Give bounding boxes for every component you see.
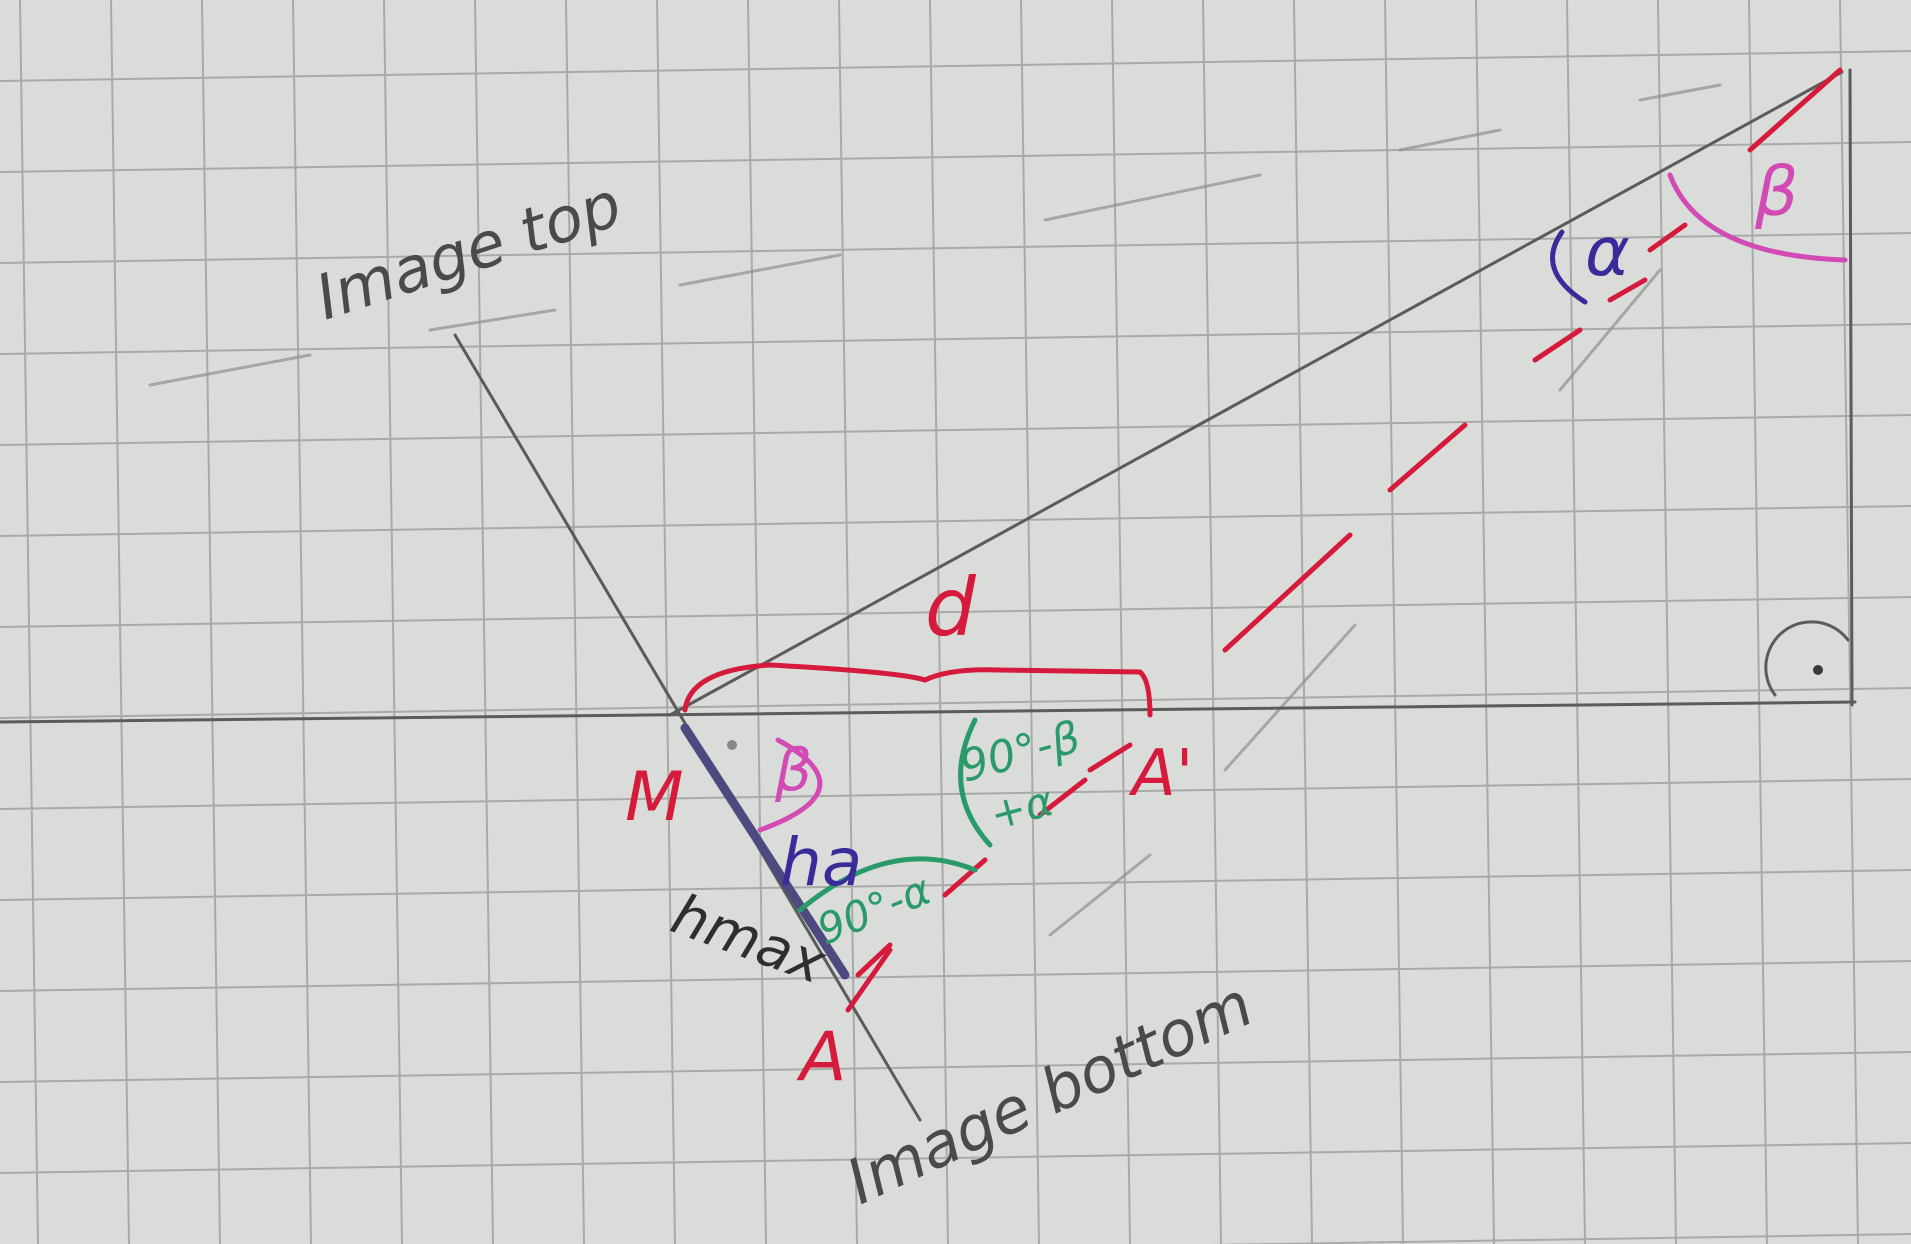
grid-line-vertical bbox=[1748, 0, 1768, 1244]
grid-line-vertical bbox=[565, 0, 585, 1244]
grid-line-horizontal bbox=[0, 596, 1911, 628]
grid-line-horizontal bbox=[0, 1142, 1911, 1174]
grid-line-vertical bbox=[656, 0, 676, 1244]
grid-line-horizontal bbox=[0, 687, 1911, 719]
grid-line-horizontal bbox=[0, 960, 1911, 992]
grid-line-horizontal bbox=[0, 141, 1911, 173]
pencil-hatching bbox=[148, 83, 1722, 937]
grid-line-vertical bbox=[1384, 0, 1404, 1244]
grid-line-vertical bbox=[1293, 0, 1313, 1244]
green-arc-upper bbox=[958, 717, 993, 848]
grid-line-horizontal bbox=[1210, 1233, 1911, 1244]
m-label: M bbox=[625, 758, 684, 837]
grid-line-vertical bbox=[474, 0, 494, 1244]
grid-line-vertical bbox=[19, 0, 39, 1244]
grid-line-vertical bbox=[838, 0, 858, 1244]
grid-line-vertical bbox=[1657, 0, 1677, 1244]
beta-right-label: β bbox=[1754, 153, 1798, 232]
grid-line-vertical bbox=[201, 0, 221, 1244]
beta-left-label: β bbox=[774, 736, 812, 804]
grid-line-horizontal bbox=[0, 1051, 1911, 1083]
grid-line-horizontal bbox=[0, 50, 1911, 82]
grid-line-horizontal bbox=[0, 778, 1911, 810]
grid-line-vertical bbox=[747, 0, 767, 1244]
beta-arc-left bbox=[757, 737, 823, 833]
m-right-angle-dot bbox=[727, 740, 737, 750]
grid-line-vertical bbox=[1475, 0, 1495, 1244]
grid-line-vertical bbox=[1839, 0, 1859, 1244]
h-a-segment bbox=[680, 723, 850, 980]
h-a-label: ha bbox=[780, 824, 862, 901]
green-arc-lower bbox=[797, 856, 978, 913]
a-tick bbox=[845, 947, 893, 1013]
right-angle-mark bbox=[1764, 620, 1850, 697]
grid-line-horizontal bbox=[0, 232, 1911, 264]
grid-line-horizontal bbox=[0, 505, 1911, 537]
alpha-arc bbox=[1550, 229, 1588, 305]
grid-line-horizontal bbox=[0, 414, 1911, 446]
d-brace bbox=[682, 662, 1153, 718]
grid-line-vertical bbox=[1566, 0, 1586, 1244]
grid-line-vertical bbox=[929, 0, 949, 1244]
right-vertical-line bbox=[1848, 68, 1854, 707]
d-label: d bbox=[925, 561, 977, 654]
right-angle-dot bbox=[1813, 665, 1823, 675]
alpha-label: α bbox=[1585, 213, 1630, 292]
grid-line-horizontal bbox=[0, 323, 1911, 355]
grid-line-vertical bbox=[1111, 0, 1131, 1244]
beta-arc-right bbox=[1667, 172, 1848, 263]
grid-line-vertical bbox=[1020, 0, 1040, 1244]
base-line bbox=[0, 700, 1857, 724]
grid-line-vertical bbox=[1202, 0, 1222, 1244]
a-label: A bbox=[796, 1018, 847, 1097]
pencil-construction bbox=[0, 68, 1857, 1122]
grid-line-vertical bbox=[110, 0, 130, 1244]
sight-line bbox=[668, 70, 1844, 717]
a-prime-label: A' bbox=[1128, 737, 1193, 811]
grid-line-vertical bbox=[383, 0, 403, 1244]
red-dashed-line bbox=[855, 67, 1843, 978]
